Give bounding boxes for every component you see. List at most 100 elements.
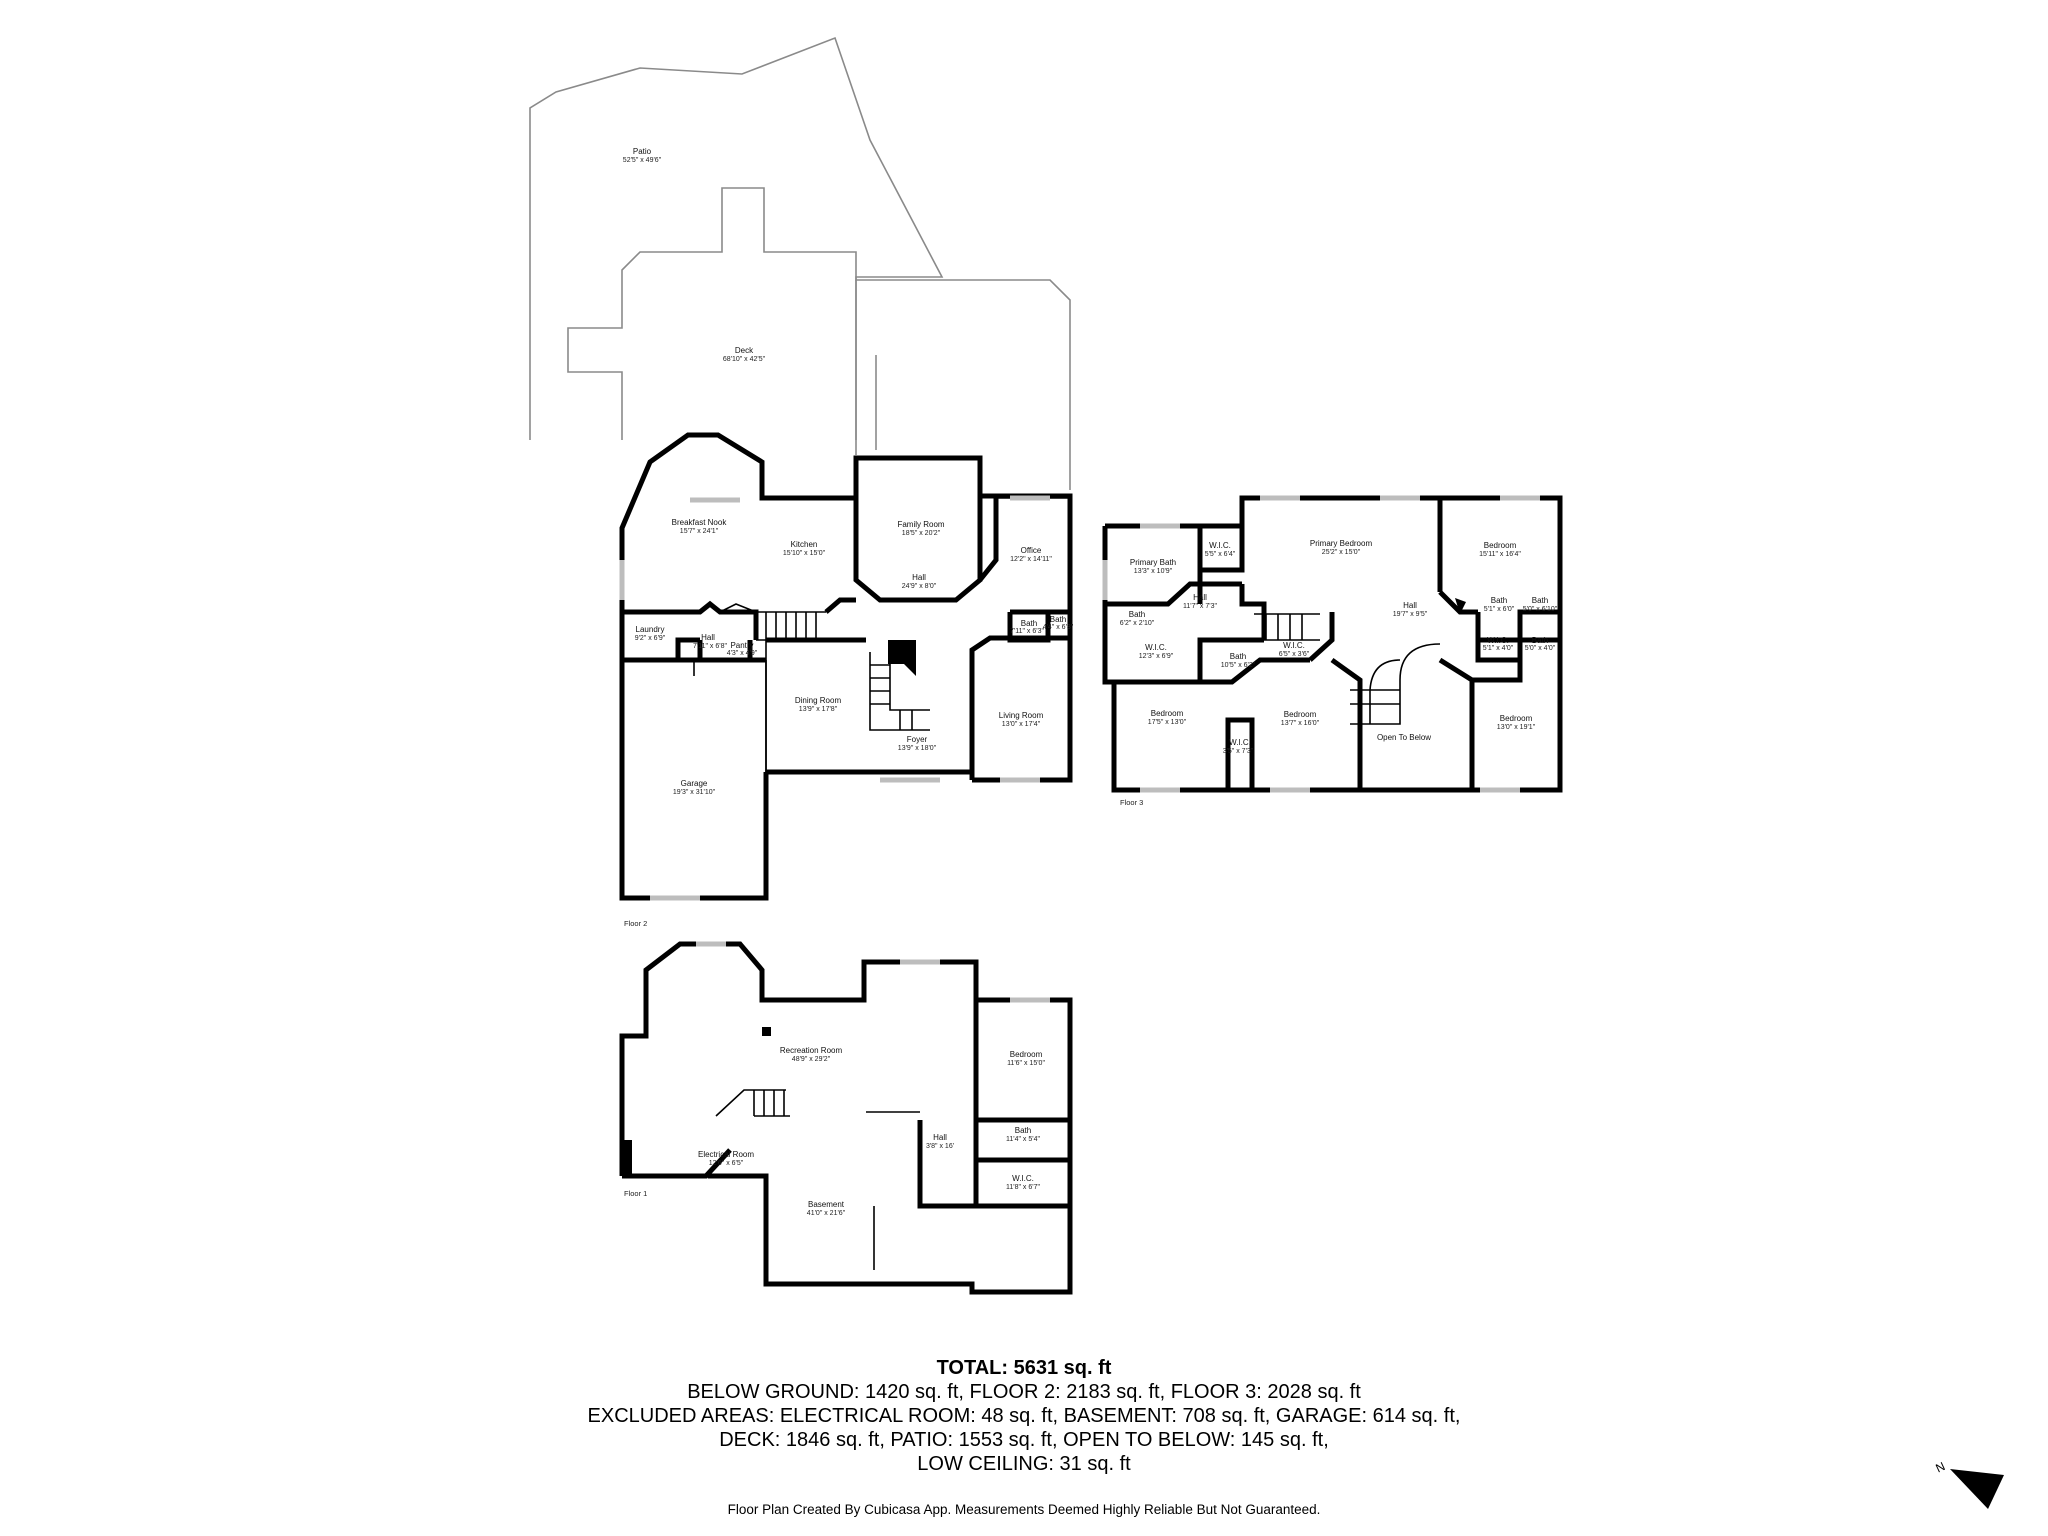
room-dim: 12'6" x 6'5" [709,1160,744,1167]
room-name: Primary Bedroom [1310,539,1373,548]
room-name: Bath [1230,652,1246,661]
room-dim: 11'7" x 7'3" [1183,603,1217,610]
foyer-stairs [869,652,930,731]
room-dim: 25'2" x 15'0" [1322,549,1361,556]
room-name: Patio [633,147,652,156]
room-dim: 5'0" x 4'0" [1525,645,1556,652]
room-dim: 12'2" x 14'11" [1010,556,1052,563]
floor1-walls [619,941,1073,1295]
room-name: W.I.C. [1229,738,1251,747]
deck-outline [567,187,1071,490]
room-name: Bedroom [1484,541,1517,550]
room-name: Hall [1193,593,1207,602]
room-name: Bath [1532,596,1548,605]
room-dim: 13'9" x 18'0" [898,745,937,752]
room-dim: 11'4" x 5'4" [1006,1136,1040,1143]
room-dim: 52'5" x 49'6" [623,157,662,164]
room-dim: 10'5" x 6'2" [1221,662,1256,669]
room-dim: 13'3" x 10'9" [1134,568,1173,575]
summary-line-2: EXCLUDED AREAS: ELECTRICAL ROOM: 48 sq. … [587,1405,1461,1427]
total-area: TOTAL: 5631 sq. ft [936,1357,1112,1379]
room-dim: 5'5" x 6'4" [1205,551,1236,558]
room-name: Bedroom [1284,710,1317,719]
room-dim: 4'3" x 4'9" [727,650,758,657]
north-arrow-icon: N [1934,1459,2004,1509]
room-name: Breakfast Nook [672,518,728,527]
room-dim: 6'2" x 2'10" [1120,620,1155,627]
room-name: Living Room [999,711,1044,720]
room-dim: 41'0" x 21'6" [807,1210,846,1217]
room-name: Bedroom [1151,709,1184,718]
room-dim: 5'1" x 4'0" [1483,645,1514,652]
room-name: Primary Bath [1130,558,1176,567]
room-name: Garage [681,779,708,788]
credit-line: Floor Plan Created By Cubicasa App. Meas… [727,1502,1321,1517]
room-dim: 15'10" x 15'0" [783,550,826,557]
room-dim: 6'5" x 3'6" [1279,651,1310,658]
room-name: Bath [1021,619,1037,628]
room-name: W.I.C. [1209,541,1231,550]
room-name: W.I.C. [1012,1174,1034,1183]
room-dim: 11'8" x 6'7" [1006,1184,1040,1191]
room-labels: Patio 52'5" x 49'6" Deck 68'10" x 42'5" … [623,147,1558,1217]
room-name: Family Room [897,520,944,529]
room-name: Dining Room [795,696,842,705]
floor1-label: Floor 1 [624,1189,647,1198]
room-name: Kitchen [791,540,818,549]
north-label: N [1934,1459,1948,1475]
room-dim: 19'7" x 9'5" [1393,611,1428,618]
room-name: Pantry [730,641,753,650]
room-name: Deck [735,346,754,355]
room-name: W.I.C. [1487,636,1509,645]
room-name: Laundry [636,625,665,634]
room-name: Office [1021,546,1042,555]
room-name: Bath [1015,1126,1031,1135]
room-dim: 15'11" x 16'4" [1479,551,1521,558]
room-dim: 19'3" x 31'10" [673,789,716,796]
room-name: Bath [1491,596,1507,605]
room-name: Basement [808,1200,845,1209]
floor3-walls [1102,495,1563,793]
room-name: Bedroom [1010,1050,1043,1059]
room-dim: 12'3" x 6'9" [1139,653,1174,660]
room-name: Hall [933,1133,947,1142]
room-name: Bath [1129,610,1145,619]
room-name: Bath [1050,615,1066,624]
room-dim: 9'2" x 6'9" [635,635,666,642]
room-name: Foyer [907,735,928,744]
room-dim: 5'0" x 6'10" [1523,606,1558,613]
room-dim: 68'10" x 42'5" [723,356,766,363]
room-name: Bath [1532,636,1548,645]
room-dim: 4'4" x 6'3" [1043,624,1074,631]
patio-outline [529,36,944,440]
room-dim: 5'1" x 6'0" [1484,606,1515,613]
room-name: Hall [701,633,715,642]
room-dim: 15'7" x 24'1" [680,528,719,535]
room-dim: 24'9" x 8'0" [902,583,937,590]
room-name: Recreation Room [780,1046,843,1055]
room-name: Open To Below [1377,733,1431,742]
room-name: Electrical Room [698,1150,754,1159]
room-dim: 7'11" x 6'3" [1010,628,1044,635]
room-dim: 48'9" x 29'2" [792,1056,831,1063]
room-dim: 11'6" x 15'0" [1007,1060,1045,1067]
floor3-open-stair [1350,643,1441,725]
floor3-label: Floor 3 [1120,798,1143,807]
room-dim: 18'5" x 20'2" [902,530,941,537]
area-summary: TOTAL: 5631 sq. ft BELOW GROUND: 1420 sq… [0,1356,2048,1476]
room-name: W.I.C. [1283,641,1305,650]
room-name: W.I.C. [1145,643,1167,652]
room-name: Hall [912,573,926,582]
room-name: Bedroom [1500,714,1533,723]
summary-line-1: BELOW GROUND: 1420 sq. ft, FLOOR 2: 2183… [687,1381,1361,1403]
room-dim: 13'0" x 19'1" [1497,724,1536,731]
floor-labels: Floor 2 Floor 3 Floor 1 [624,798,1143,1198]
room-dim: 17'5" x 13'0" [1148,719,1187,726]
room-dim: 3'8" x 16' [926,1143,954,1150]
room-dim: 13'7" x 16'0" [1281,720,1320,727]
floor2-walls [619,432,1073,901]
floor2-label: Floor 2 [624,919,647,928]
room-name: Hall [1403,601,1417,610]
room-dim: 3'5" x 7'3" [1223,748,1254,755]
